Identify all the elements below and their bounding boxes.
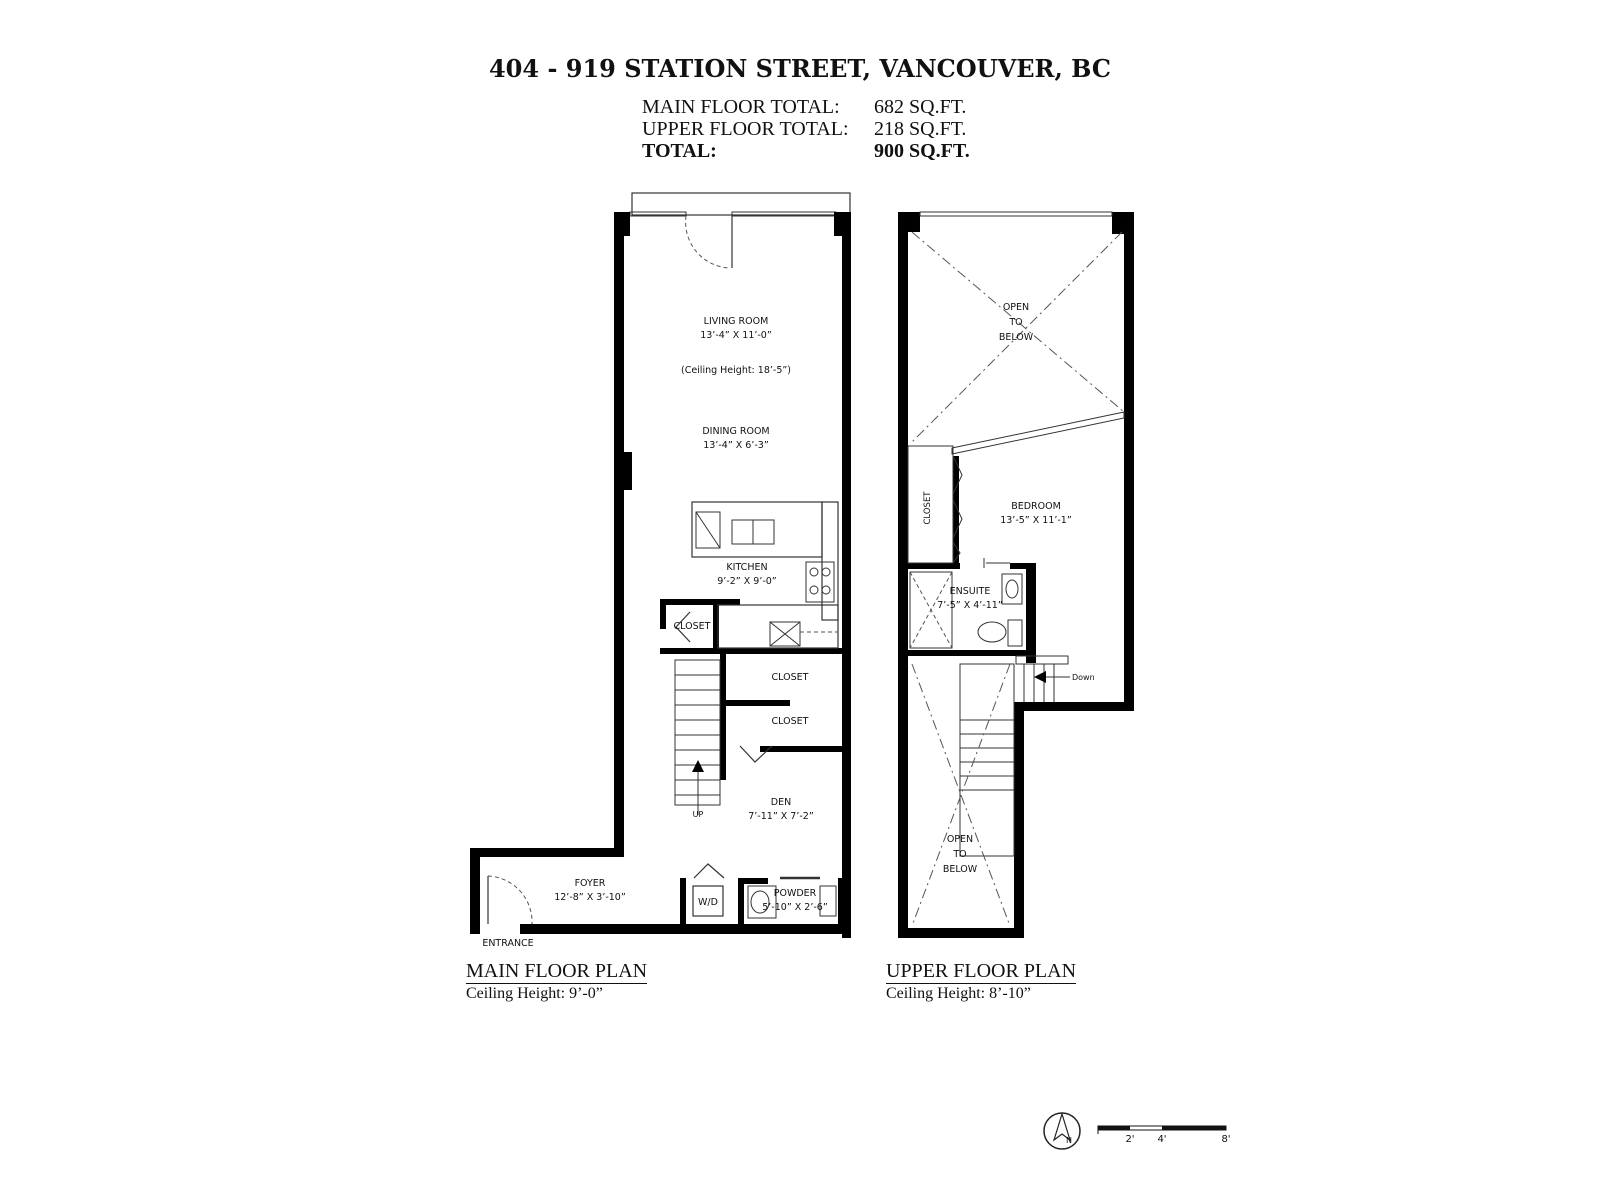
open-to-below-lower-line2: TO — [952, 849, 966, 860]
ensuite-toilet-icon — [977, 621, 1007, 643]
main-floor-total-row: MAIN FLOOR TOTAL: 682 SQ.FT. — [642, 96, 982, 118]
bedroom-dims: 13’-5” X 11’-1” — [1000, 515, 1072, 526]
main-floor-caption: MAIN FLOOR PLAN Ceiling Height: 9’-0” — [466, 960, 648, 1004]
bedroom-label: BEDROOM — [1011, 501, 1061, 512]
open-to-below-lower-x — [911, 663, 1011, 927]
kitchen-label: KITCHEN — [726, 562, 767, 573]
living-room-dims: 13’-4” X 11’-0” — [700, 330, 772, 341]
den-closet-door — [739, 745, 773, 763]
stairs-down-arrow-icon — [1034, 671, 1046, 683]
den-closet-lower-label: CLOSET — [772, 716, 809, 727]
balcony-railing — [631, 192, 851, 216]
scale-bar: 2' 4' 8' — [1097, 1125, 1231, 1145]
upper-floor-caption: UPPER FLOOR PLAN Ceiling Height: 8’-10” — [886, 960, 1077, 1004]
upper-closet-label: CLOSET — [923, 491, 933, 525]
grand-total-row: TOTAL: 900 SQ.FT. — [642, 140, 982, 162]
dishwasher-icon — [695, 511, 721, 549]
upper-floor-ceiling-height: Ceiling Height: 8’-10” — [886, 985, 1031, 1002]
main-stairs — [674, 659, 721, 815]
den-dims: 7’-11” X 7’-2” — [748, 811, 814, 822]
upper-floor-total-value: 218 SQ.FT. — [874, 118, 967, 140]
upper-floor-plan-title: UPPER FLOOR PLAN — [886, 960, 1077, 984]
north-arrow: N — [1043, 1111, 1081, 1150]
fridge-icon — [769, 621, 801, 647]
main-floor-walls — [470, 212, 851, 938]
washer-dryer-icon — [692, 885, 724, 917]
den-label: DEN — [771, 797, 791, 808]
open-to-below-upper-line2: TO — [1008, 317, 1022, 328]
main-floor-plan: LIVING ROOM 13’-4” X 11’-0” (Ceiling Hei… — [470, 192, 851, 949]
stairs-up-arrow-icon — [692, 760, 704, 772]
upper-floor-total-row: UPPER FLOOR TOTAL: 218 SQ.FT. — [642, 118, 982, 140]
open-to-below-upper-line1: OPEN — [1003, 302, 1029, 313]
bedroom-closet-doors — [952, 455, 963, 564]
compass-north-label: N — [1066, 1136, 1072, 1145]
stairs-up-label: UP — [693, 810, 704, 819]
stove-icon — [805, 561, 835, 603]
powder-label: POWDER — [774, 888, 817, 899]
kitchen-lower-counter — [717, 604, 839, 649]
scale-4ft-label: 4' — [1157, 1134, 1166, 1145]
main-floor-total-label: MAIN FLOOR TOTAL: — [642, 96, 840, 118]
ensuite-sink-icon — [1001, 573, 1023, 605]
balcony-door-swing — [685, 215, 731, 269]
powder-dims: 5’-10” X 2’-6” — [762, 902, 828, 913]
entrance-door-swing — [487, 875, 533, 925]
dining-room-label: DINING ROOM — [702, 426, 769, 437]
bedroom-closet — [907, 445, 954, 564]
upper-floor-plan: OPEN TO BELOW BEDROOM 13’-5” X 11’-1” CL… — [898, 211, 1134, 938]
living-room-label: LIVING ROOM — [704, 316, 769, 327]
dining-room-dims: 13’-4” X 6’-3” — [703, 440, 769, 451]
kitchen-closet-label: CLOSET — [674, 621, 711, 632]
shower-icon — [909, 571, 953, 649]
grand-total-label: TOTAL: — [642, 140, 717, 162]
open-to-below-upper-line3: BELOW — [999, 332, 1034, 343]
main-floor-ceiling-height: Ceiling Height: 9’-0” — [466, 985, 603, 1002]
open-to-below-lower-line1: OPEN — [947, 834, 973, 845]
foyer-label: FOYER — [575, 878, 606, 889]
upper-floor-total-label: UPPER FLOOR TOTAL: — [642, 118, 849, 140]
powder-sink-icon — [750, 890, 770, 914]
property-address: 404 - 919 STATION STREET, VANCOUVER, BC — [488, 54, 1111, 83]
closet-bifold-door — [675, 611, 691, 643]
kitchen-upper-counter — [691, 501, 823, 558]
kitchen-dims: 9’-2” X 9’-0” — [717, 576, 777, 587]
den-closet-upper-label: CLOSET — [772, 672, 809, 683]
loft-railing — [951, 411, 1125, 455]
open-to-below-lower-line3: BELOW — [943, 864, 978, 875]
upper-floor-walls — [898, 212, 1134, 938]
ensuite-dims: 7’-5” X 4’-11” — [937, 600, 1003, 611]
kitchen-side-counter — [821, 501, 839, 621]
open-to-below-upper-x — [911, 231, 1125, 443]
washer-dryer-label: W/D — [698, 897, 718, 908]
stairs-down-label: Down — [1072, 673, 1095, 682]
main-floor-total-value: 682 SQ.FT. — [874, 96, 967, 118]
laundry-bifold-door — [693, 863, 725, 879]
ensuite-label: ENSUITE — [950, 586, 991, 597]
powder-toilet-icon — [819, 885, 837, 917]
main-floor-plan-title: MAIN FLOOR PLAN — [466, 960, 648, 984]
grand-total-value: 900 SQ.FT. — [874, 140, 970, 162]
scale-8ft-label: 8' — [1221, 1134, 1230, 1145]
area-totals: MAIN FLOOR TOTAL: 682 SQ.FT. UPPER FLOOR… — [642, 96, 982, 162]
foyer-dims: 12’-8” X 3’-10” — [554, 892, 626, 903]
upper-stairs — [959, 655, 1070, 857]
scale-2ft-label: 2' — [1125, 1134, 1134, 1145]
entrance-label: ENTRANCE — [482, 938, 533, 949]
living-room-ceiling-note: (Ceiling Height: 18’-5”) — [681, 365, 791, 376]
